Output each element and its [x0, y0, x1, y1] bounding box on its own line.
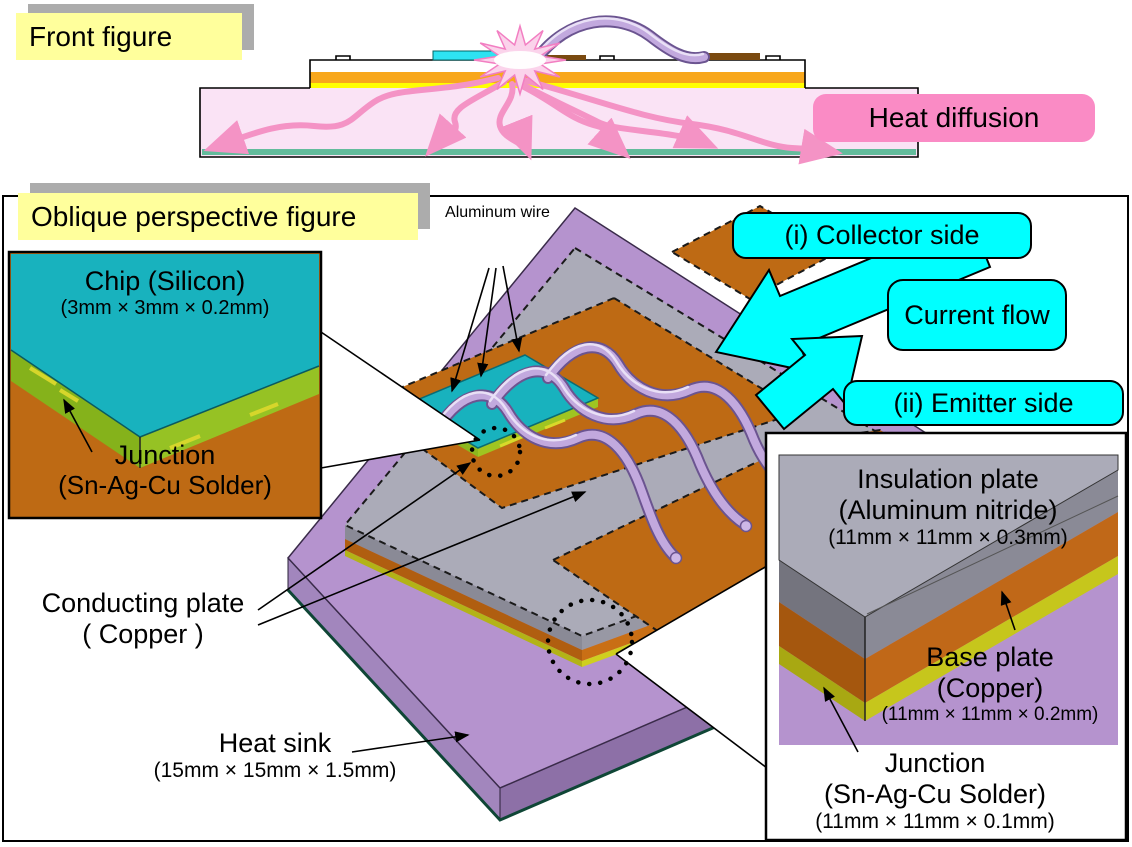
front-pad-right [690, 53, 760, 60]
current-flow-label: Current flow [887, 279, 1067, 351]
front-insulation-plate [310, 60, 805, 72]
chip-inset-title: Chip (Silicon) [84, 266, 246, 296]
plate-junction-material: (Sn-Ag-Cu Solder) [823, 778, 1047, 809]
front-heat-sink-bottom-layer [202, 149, 916, 155]
conducting-plate-label-block: Conducting plate ( Copper ) [18, 588, 268, 650]
emitter-side-label: (ii) Emitter side [843, 380, 1124, 426]
aluminum-wire-label: Aluminum wire [445, 204, 550, 221]
front-terminal-notches [335, 55, 781, 60]
front-chip [432, 50, 530, 61]
heat-sink-label: Heat sink [218, 728, 332, 758]
front-pad-left [546, 55, 586, 60]
oblique-figure-title: Oblique perspective figure [18, 193, 418, 240]
front-base-plate [310, 72, 805, 83]
front-figure-title: Front figure [16, 13, 242, 60]
conducting-plate-label: Conducting plate [41, 588, 245, 618]
conducting-plate-material: ( Copper ) [82, 618, 204, 649]
heat-sink-label-block: Heat sink (15mm × 15mm × 1.5mm) [140, 728, 410, 783]
plate-junction-label-block: Junction (Sn-Ag-Cu Solder) (11mm × 11mm … [775, 748, 1095, 833]
base-plate-label-block: Base plate (Copper) (11mm × 11mm × 0.2mm… [860, 642, 1120, 725]
heat-flow-arrows [203, 75, 843, 165]
front-heat-sink [200, 88, 918, 157]
chip-inset-junction-material: (Sn-Ag-Cu Solder) [58, 469, 272, 500]
heat-diffusion-label: Heat diffusion [813, 94, 1095, 142]
heat-source-starburst [473, 23, 567, 97]
base-plate-label: Base plate [926, 642, 1054, 672]
chip-inset-junction-block: Junction (Sn-Ag-Cu Solder) [12, 440, 318, 500]
front-module-outline [309, 59, 806, 88]
plate-inset-dims: (11mm × 11mm × 0.3mm) [828, 525, 1068, 549]
plate-inset-material: (Aluminum nitride) [838, 494, 1058, 525]
chip-inset-junction-label: Junction [114, 440, 216, 470]
base-plate-material: (Copper) [936, 672, 1044, 703]
chip-inset-title-block: Chip (Silicon) (3mm × 3mm × 0.2mm) [12, 266, 318, 320]
chip-inset-dims: (3mm × 3mm × 0.2mm) [60, 296, 270, 319]
front-bond-wire [530, 15, 710, 66]
front-figure-cross-section [199, 15, 919, 165]
front-heat-sink-outline [199, 87, 919, 158]
base-plate-dims: (11mm × 11mm × 0.2mm) [881, 703, 1099, 725]
plate-junction-label: Junction [884, 748, 986, 778]
heat-sink-dims: (15mm × 15mm × 1.5mm) [153, 758, 397, 782]
collector-side-label: (i) Collector side [732, 212, 1032, 259]
plate-inset-title-block: Insulation plate (Aluminum nitride) (11m… [782, 464, 1114, 549]
front-junction-layer [310, 83, 805, 88]
plate-junction-dims: (11mm × 11mm × 0.1mm) [815, 809, 1055, 833]
plate-inset-title: Insulation plate [857, 464, 1039, 494]
